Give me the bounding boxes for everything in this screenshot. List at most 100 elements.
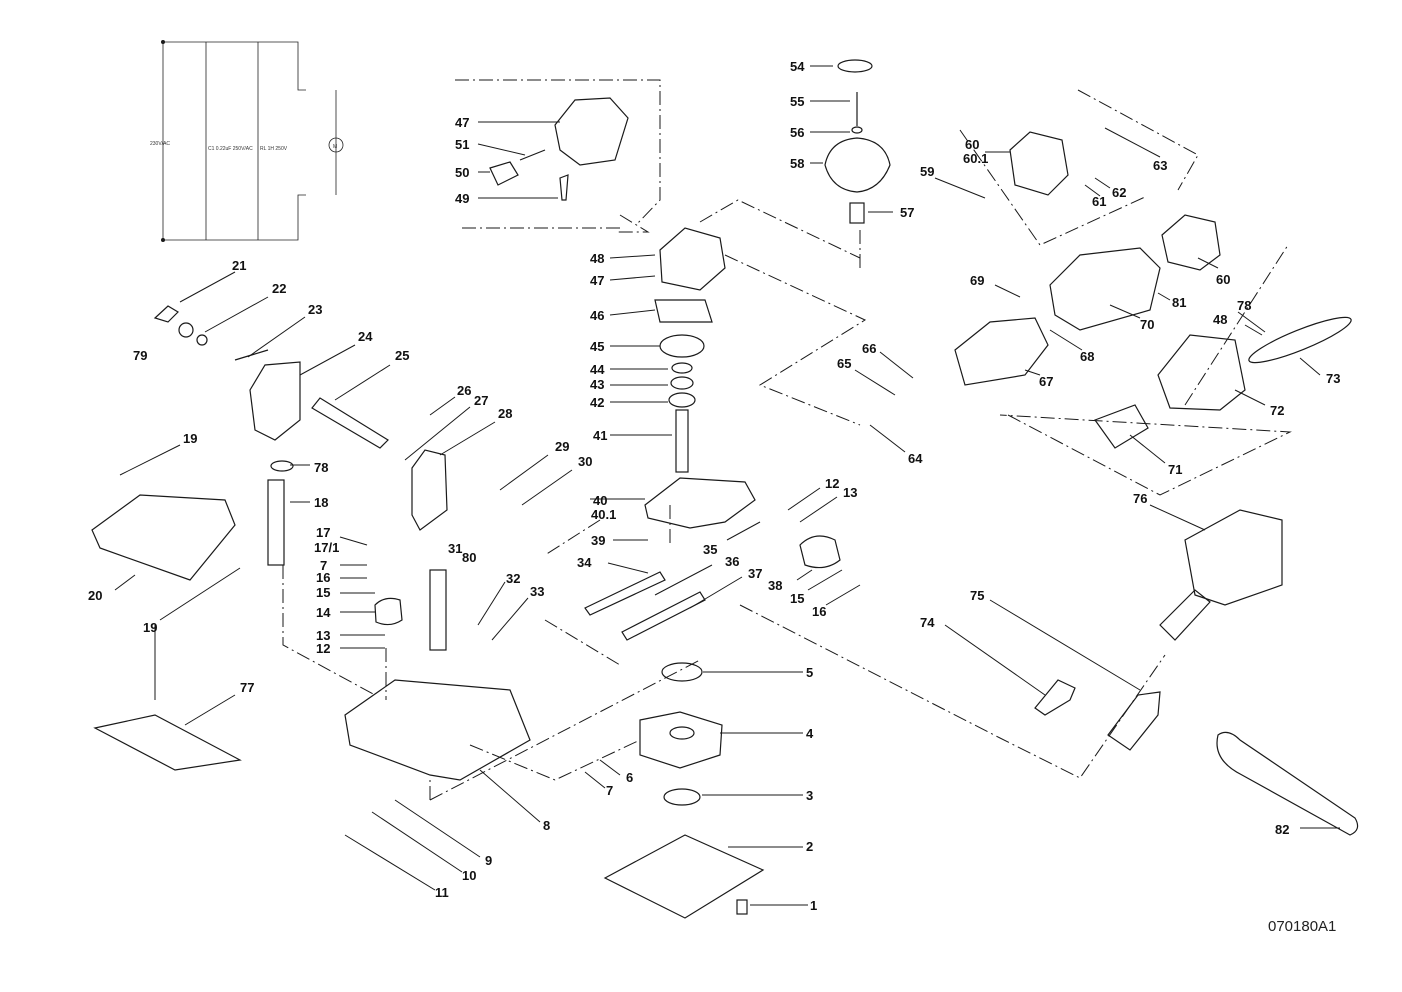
callout-23: 23 bbox=[308, 302, 322, 317]
callout-54: 54 bbox=[790, 59, 805, 74]
callout-58: 58 bbox=[790, 156, 804, 171]
callout-60: 60 bbox=[965, 137, 979, 152]
callout-48: 48 bbox=[590, 251, 604, 266]
callout-71: 71 bbox=[1168, 462, 1182, 477]
voltage-label: 230V/AC bbox=[150, 141, 170, 147]
callout-5: 5 bbox=[806, 665, 813, 680]
callout-9: 9 bbox=[485, 853, 492, 868]
callout-26: 26 bbox=[457, 383, 471, 398]
callout-17-1: 17/1 bbox=[314, 540, 339, 555]
callout-15: 15 bbox=[316, 585, 330, 600]
callout-19b: 19 bbox=[143, 620, 157, 635]
callout-82: 82 bbox=[1275, 822, 1289, 837]
callout-47b: 47 bbox=[455, 115, 469, 130]
choke-label: RL 1H 250V bbox=[260, 146, 288, 152]
callout-61: 61 bbox=[1092, 194, 1106, 209]
callout-13: 13 bbox=[843, 485, 857, 500]
callout-19: 19 bbox=[183, 431, 197, 446]
callout-16: 16 bbox=[316, 570, 330, 585]
callout-34: 34 bbox=[577, 555, 592, 570]
wiring-schematic: M 230V/AC C1 0.22uF 250V/AC RL 1H 250V bbox=[150, 40, 344, 242]
callout-48b: 48 bbox=[1213, 312, 1227, 327]
callout-36: 36 bbox=[725, 554, 739, 569]
callout-59: 59 bbox=[920, 164, 934, 179]
leader-lines bbox=[114, 65, 1340, 906]
callout-78: 78 bbox=[314, 460, 328, 475]
callout-45: 45 bbox=[590, 339, 604, 354]
callout-46: 46 bbox=[590, 308, 604, 323]
callout-4: 4 bbox=[806, 726, 814, 741]
callout-49: 49 bbox=[455, 191, 469, 206]
callout-66: 66 bbox=[862, 341, 876, 356]
callout-39: 39 bbox=[591, 533, 605, 548]
callout-70: 70 bbox=[1140, 317, 1154, 332]
callout-67: 67 bbox=[1039, 374, 1053, 389]
callout-15b: 15 bbox=[790, 591, 804, 606]
document-code: 070180A1 bbox=[1268, 918, 1337, 935]
callout-77: 77 bbox=[240, 680, 254, 695]
callout-21: 21 bbox=[232, 258, 246, 273]
callout-73: 73 bbox=[1326, 371, 1340, 386]
callout-68: 68 bbox=[1080, 349, 1094, 364]
callout-64: 64 bbox=[908, 451, 923, 466]
callout-6: 6 bbox=[626, 770, 633, 785]
assembly-lines bbox=[282, 89, 1292, 801]
callout-55: 55 bbox=[790, 94, 804, 109]
callout-31: 31 bbox=[448, 541, 462, 556]
callout-28: 28 bbox=[498, 406, 512, 421]
motor-symbol: M bbox=[333, 144, 337, 150]
callout-72: 72 bbox=[1270, 403, 1284, 418]
callout-10: 10 bbox=[462, 868, 476, 883]
callout-40: 40 bbox=[593, 493, 607, 508]
callout-30: 30 bbox=[578, 454, 592, 469]
callout-7b: 7 bbox=[320, 558, 327, 573]
callout-7: 7 bbox=[606, 783, 613, 798]
callout-47: 47 bbox=[590, 273, 604, 288]
callout-75: 75 bbox=[970, 588, 984, 603]
callout-42: 42 bbox=[590, 395, 604, 410]
callout-33: 33 bbox=[530, 584, 544, 599]
callout-69: 69 bbox=[970, 273, 984, 288]
callout-25: 25 bbox=[395, 348, 409, 363]
callout-11: 11 bbox=[435, 885, 449, 900]
callout-80: 80 bbox=[462, 550, 476, 565]
callout-18: 18 bbox=[314, 495, 328, 510]
callout-22: 22 bbox=[272, 281, 286, 296]
callout-16b: 16 bbox=[812, 604, 826, 619]
callout-43: 43 bbox=[590, 377, 604, 392]
callout-3: 3 bbox=[806, 788, 813, 803]
callout-1: 1 bbox=[810, 898, 817, 913]
callout-24: 24 bbox=[358, 329, 373, 344]
part-drawings bbox=[91, 59, 1359, 919]
callout-12b: 12 bbox=[316, 641, 330, 656]
callout-35: 35 bbox=[703, 542, 717, 557]
callout-60-1: 60.1 bbox=[963, 151, 988, 166]
callout-44: 44 bbox=[590, 362, 605, 377]
callout-41: 41 bbox=[593, 428, 607, 443]
callout-32: 32 bbox=[506, 571, 520, 586]
callout-29: 29 bbox=[555, 439, 569, 454]
callout-62: 62 bbox=[1112, 185, 1126, 200]
callout-76: 76 bbox=[1133, 491, 1147, 506]
callout-37: 37 bbox=[748, 566, 762, 581]
callout-2: 2 bbox=[806, 839, 813, 854]
callout-57: 57 bbox=[900, 205, 914, 220]
callout-13b: 13 bbox=[316, 628, 330, 643]
callout-50: 50 bbox=[455, 165, 469, 180]
callout-40-1: 40.1 bbox=[591, 507, 616, 522]
callout-12: 12 bbox=[825, 476, 839, 491]
callout-81: 81 bbox=[1172, 295, 1186, 310]
callout-79: 79 bbox=[133, 348, 147, 363]
callout-27: 27 bbox=[474, 393, 488, 408]
callout-60b: 60 bbox=[1216, 272, 1230, 287]
callout-78b: 78 bbox=[1237, 298, 1251, 313]
callout-17: 17 bbox=[316, 525, 330, 540]
callout-labels: 1 2 3 4 5 6 7 8 9 10 11 12 13 14 15 16 1… bbox=[88, 59, 1340, 913]
callout-65: 65 bbox=[837, 356, 851, 371]
capacitor-label: C1 0.22uF 250V/AC bbox=[208, 146, 253, 152]
callout-20: 20 bbox=[88, 588, 102, 603]
callout-38: 38 bbox=[768, 578, 782, 593]
callout-8: 8 bbox=[543, 818, 550, 833]
callout-14: 14 bbox=[316, 605, 331, 620]
